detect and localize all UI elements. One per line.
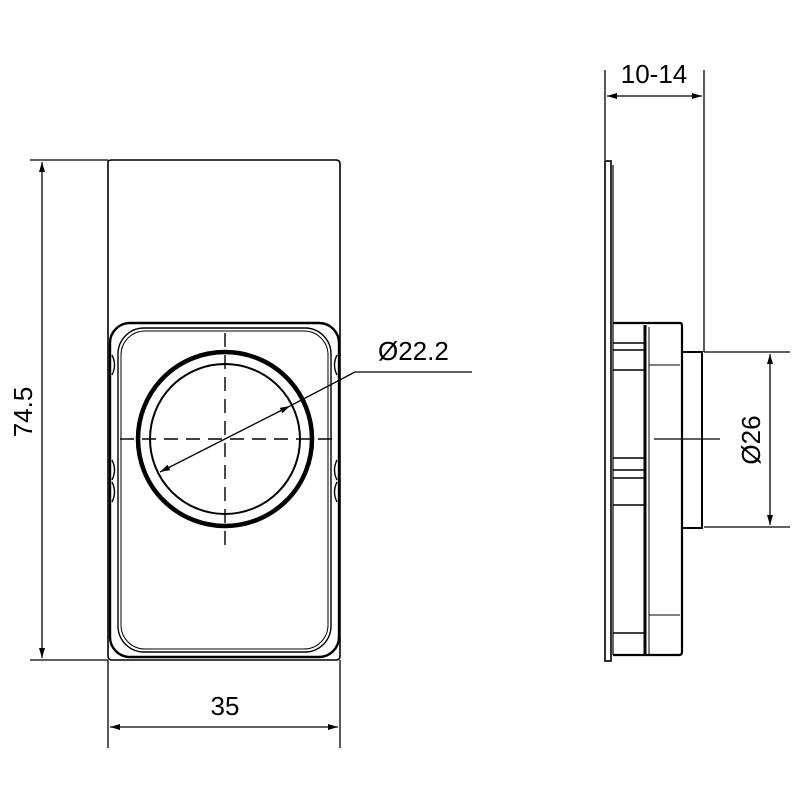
outer-plate <box>107 159 341 661</box>
side-boss <box>681 351 703 529</box>
inner-diameter-label: Ø22.2 <box>378 336 449 366</box>
side-body <box>613 321 684 657</box>
side-plate <box>604 160 612 662</box>
side-view <box>604 160 720 662</box>
bezel-inner <box>117 327 332 653</box>
dimension-width: 35 <box>107 660 341 748</box>
thickness-label: 10-14 <box>621 59 688 89</box>
dimension-height: 74.5 <box>8 159 108 661</box>
dimension-inner-diameter: Ø22.2 <box>159 336 472 473</box>
outer-ring <box>135 349 315 529</box>
height-label: 74.5 <box>8 387 38 438</box>
bezel-outer <box>108 321 341 659</box>
front-view <box>107 159 341 661</box>
dimension-boss-diameter: Ø26 <box>704 351 790 528</box>
width-label: 35 <box>211 691 240 721</box>
dimension-thickness: 10-14 <box>604 59 705 352</box>
boss-diameter-label: Ø26 <box>736 415 766 464</box>
